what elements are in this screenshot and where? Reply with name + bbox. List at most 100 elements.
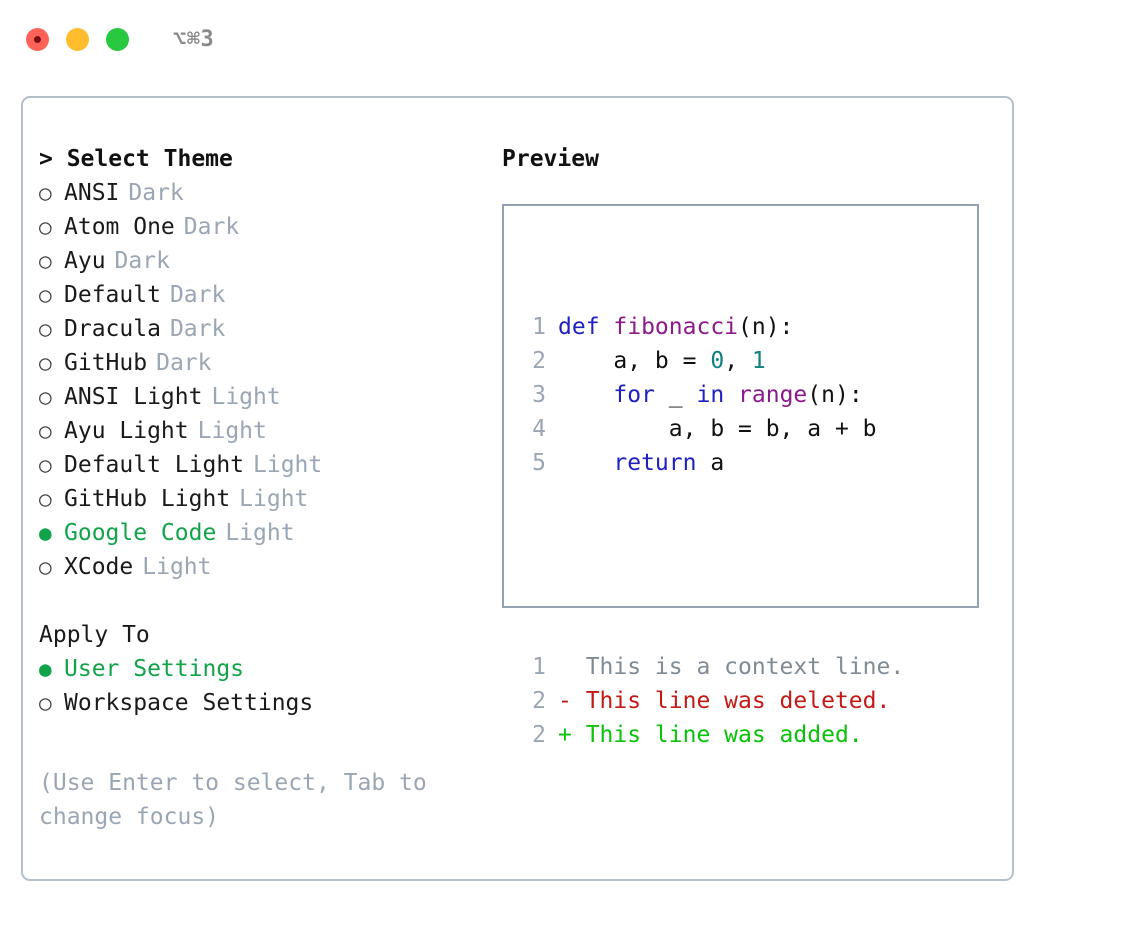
theme-option-ayu-light[interactable]: ○ Ayu Light Light xyxy=(39,414,489,448)
diff-line: 2 + This line was added. xyxy=(520,718,904,752)
code-token: , xyxy=(724,348,752,374)
apply-to-option-label: Workspace Settings xyxy=(64,690,314,716)
diff-line-number: 2 xyxy=(532,722,546,748)
theme-option-label: ANSI xyxy=(64,180,120,206)
theme-option-label: ANSI Light xyxy=(64,384,203,410)
diff-line-number: 2 xyxy=(532,688,546,714)
diff-block: 1 This is a context line.2- This line wa… xyxy=(520,650,904,752)
code-line-content: a, b = b, a + b xyxy=(558,412,877,446)
code-token: for xyxy=(613,382,655,408)
code-line-content: return a xyxy=(558,446,724,480)
code-line: 2 a, b = 0, 1 xyxy=(520,344,904,378)
theme-option-ansi-light[interactable]: ○ ANSI Light Light xyxy=(39,380,489,414)
code-token: a, b = b, a + b xyxy=(558,416,877,442)
code-line: 1 def fibonacci(n): xyxy=(520,310,904,344)
apply-to-option-workspace-settings[interactable]: ○ Workspace Settings xyxy=(39,686,489,720)
theme-option-label: Default Light xyxy=(64,452,245,478)
code-line: 3 for _ in range(n): xyxy=(520,378,904,412)
code-token: (n): xyxy=(738,314,794,340)
theme-option-atom-one[interactable]: ○ Atom One Dark xyxy=(39,210,489,244)
code-line: 4 a, b = b, a + b xyxy=(520,412,904,446)
apply-to-option-user-settings[interactable]: ●User Settings xyxy=(39,652,489,686)
code-token xyxy=(724,382,738,408)
keyboard-hint-text: (Use Enter to select, Tab to change focu… xyxy=(39,770,441,830)
code-line-number: 2 xyxy=(532,348,546,374)
list-spacer xyxy=(39,584,489,618)
select-theme-header: > Select Theme xyxy=(39,146,233,172)
code-line-number: 3 xyxy=(532,382,546,408)
code-token xyxy=(558,450,613,476)
diff-line-content: This is a context line. xyxy=(558,654,905,680)
diff-line-content: + This line was added. xyxy=(558,722,863,748)
code-line-number: 1 xyxy=(532,314,546,340)
theme-option-ansi[interactable]: ○ ANSI Dark xyxy=(39,176,489,210)
code-line: 5 return a xyxy=(520,446,904,480)
radio-unselected-icon: ○ xyxy=(39,181,52,205)
theme-option-google-code[interactable]: ● Google Code Light xyxy=(39,516,489,550)
code-token: 0 xyxy=(710,348,725,374)
code-token: return xyxy=(613,450,697,476)
theme-option-label: Default xyxy=(64,282,161,308)
radio-unselected-icon: ○ xyxy=(39,691,52,715)
radio-unselected-icon: ○ xyxy=(39,283,52,307)
theme-variant-tag: Dark xyxy=(128,180,184,206)
diff-line: 1 This is a context line. xyxy=(520,650,904,684)
theme-option-label: Ayu xyxy=(64,248,106,274)
code-token: (n): xyxy=(807,382,863,408)
maximize-window-icon[interactable] xyxy=(106,27,129,51)
code-diff-separator xyxy=(520,548,904,582)
theme-variant-tag: Dark xyxy=(169,316,226,342)
theme-option-xcode[interactable]: ○ XCode Light xyxy=(39,550,489,584)
theme-variant-tag: Dark xyxy=(183,214,240,240)
diff-line: 2- This line was deleted. xyxy=(520,684,904,718)
theme-variant-tag: Light xyxy=(142,554,212,580)
radio-unselected-icon: ○ xyxy=(39,453,52,477)
theme-option-label: GitHub xyxy=(64,350,148,376)
apply-to-header: Apply To xyxy=(39,622,150,648)
code-token: a xyxy=(696,450,725,476)
radio-unselected-icon: ○ xyxy=(39,555,52,579)
code-token: range xyxy=(738,382,808,408)
diff-line-number: 1 xyxy=(532,654,546,680)
code-line-content: def fibonacci(n): xyxy=(558,310,793,344)
keyboard-shortcut-label: ⌥⌘3 xyxy=(173,26,215,52)
code-token: _ xyxy=(654,382,697,408)
theme-variant-tag: Light xyxy=(197,418,267,444)
theme-variant-tag: Dark xyxy=(114,248,170,274)
code-token xyxy=(558,382,613,408)
code-token: 1 xyxy=(751,348,766,374)
apply-to-option-label: User Settings xyxy=(64,656,245,682)
theme-variant-tag: Dark xyxy=(156,350,212,376)
theme-option-label: Google Code xyxy=(64,520,217,546)
theme-option-default[interactable]: ○ Default Dark xyxy=(39,278,489,312)
theme-option-label: XCode xyxy=(64,554,134,580)
theme-option-label: Atom One xyxy=(64,214,175,240)
radio-unselected-icon: ○ xyxy=(39,215,52,239)
theme-option-default-light[interactable]: ○ Default Light Light xyxy=(39,448,489,482)
theme-variant-tag: Light xyxy=(253,452,323,478)
theme-option-label: Ayu Light xyxy=(64,418,189,444)
minimize-window-icon[interactable] xyxy=(66,27,89,51)
radio-selected-icon: ● xyxy=(39,521,52,545)
preview-header: Preview xyxy=(502,146,599,172)
close-window-icon[interactable] xyxy=(26,27,49,51)
code-token: fibonacci xyxy=(613,314,739,340)
radio-unselected-icon: ○ xyxy=(39,385,52,409)
theme-variant-tag: Light xyxy=(211,384,281,410)
code-line-number: 4 xyxy=(532,416,546,442)
code-line-number: 5 xyxy=(532,450,546,476)
theme-option-label: Dracula xyxy=(64,316,161,342)
apply-to-option-list: ●User Settings ○ Workspace Settings xyxy=(39,652,489,720)
theme-variant-tag: Dark xyxy=(169,282,226,308)
theme-variant-tag: Light xyxy=(225,520,295,546)
radio-unselected-icon: ○ xyxy=(39,419,52,443)
